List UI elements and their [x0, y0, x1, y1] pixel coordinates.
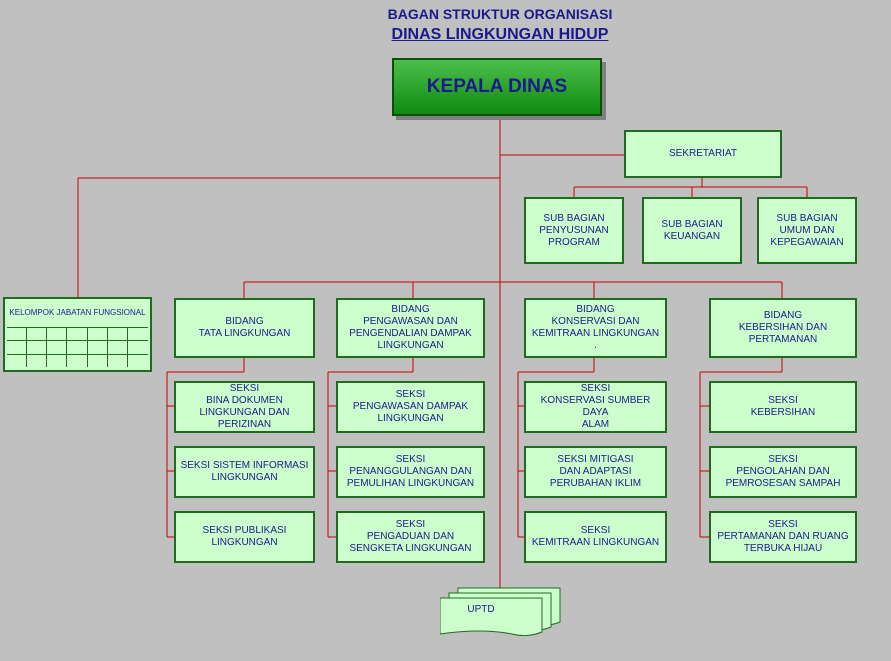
- seksi-publikasi-lingkungan: SEKSI PUBLIKASI LINGKUNGAN: [174, 511, 315, 563]
- bidang-pengawasan-pengendalian: BIDANG PENGAWASAN DAN PENGENDALIAN DAMPA…: [336, 298, 485, 358]
- bidang-tata-lingkungan: BIDANG TATA LINGKUNGAN: [174, 298, 315, 358]
- chart-title: BAGAN STRUKTUR ORGANISASI: [387, 6, 613, 22]
- bidang-kebersihan-pertamanan: BIDANG KEBERSIHAN DAN PERTAMANAN: [709, 298, 857, 358]
- seksi-pertamanan-rth: SEKSI PERTAMANAN DAN RUANG TERBUKA HIJAU: [709, 511, 857, 563]
- seksi-pengawasan-dampak: SEKSI PENGAWASAN DAMPAK LINGKUNGAN: [336, 381, 485, 433]
- uptd-label: UPTD: [467, 604, 495, 615]
- jabatan-fungsional-box: KELOMPOK JABATAN FUNGSIONAL: [3, 297, 152, 372]
- uptd-box: UPTD: [440, 587, 561, 636]
- bidang-konservasi-kemitraan: BIDANG KONSERVASI DAN KEMITRAAN LINGKUNG…: [524, 298, 667, 358]
- seksi-kemitraan-lingkungan: SEKSI KEMITRAAN LINGKUNGAN: [524, 511, 667, 563]
- subbagian-keuangan: SUB BAGIAN KEUANGAN: [642, 197, 742, 264]
- jabatan-fungsional-grid: [7, 327, 148, 367]
- seksi-bina-dokumen: SEKSI BINA DOKUMEN LINGKUNGAN DAN PERIZI…: [174, 381, 315, 433]
- uptd-document-icon: [440, 587, 561, 636]
- subbagian-penyusunan-program: SUB BAGIAN PENYUSUNAN PROGRAM: [524, 197, 624, 264]
- seksi-kebersihan: SEKSI KEBERSIHAN: [709, 381, 857, 433]
- chart-subtitle: DINAS LINGKUNGAN HIDUP: [391, 26, 609, 43]
- seksi-sistem-informasi: SEKSI SISTEM INFORMASI LINGKUNGAN: [174, 446, 315, 498]
- seksi-penanggulangan-pemulihan: SEKSI PENANGGULANGAN DAN PEMULIHAN LINGK…: [336, 446, 485, 498]
- sekretariat-box: SEKRETARIAT: [624, 130, 782, 178]
- seksi-pengolahan-sampah: SEKSI PENGOLAHAN DAN PEMROSESAN SAMPAH: [709, 446, 857, 498]
- seksi-konservasi-sda: SEKSI KONSERVASI SUMBER DAYA ALAM: [524, 381, 667, 433]
- seksi-pengaduan-sengketa: SEKSI PENGADUAN DAN SENGKETA LINGKUNGAN: [336, 511, 485, 563]
- subbagian-umum-kepegawaian: SUB BAGIAN UMUM DAN KEPEGAWAIAN: [757, 197, 857, 264]
- seksi-mitigasi-adaptasi: SEKSI MITIGASI DAN ADAPTASI PERUBAHAN IK…: [524, 446, 667, 498]
- kepala-dinas-box: KEPALA DINAS: [392, 58, 602, 116]
- jabatan-fungsional-label: KELOMPOK JABATAN FUNGSIONAL: [9, 308, 146, 317]
